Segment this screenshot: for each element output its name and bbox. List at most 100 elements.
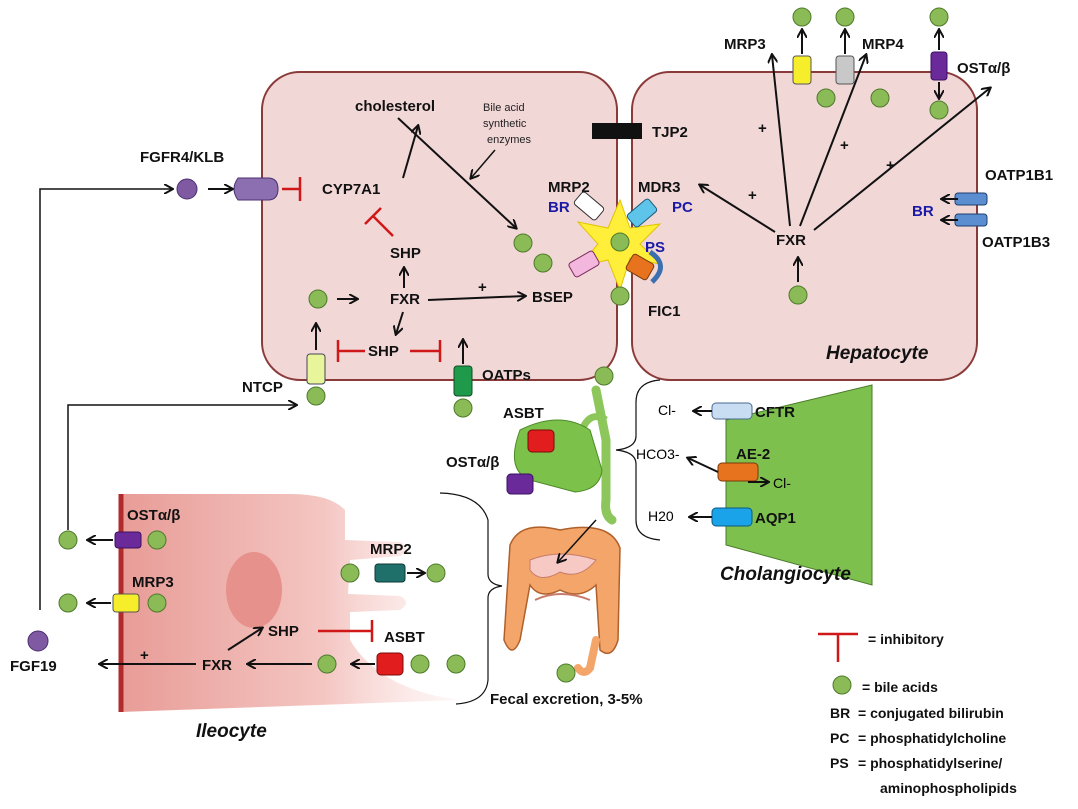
fgfr4-receptor-icon <box>233 177 279 201</box>
ileal-ost-icon <box>114 531 142 549</box>
ileocyte-nucleus <box>226 552 282 628</box>
bile-acid-icon <box>426 563 446 583</box>
shp-inhibit-cyp7a1 <box>364 207 394 237</box>
h2o-label: H20 <box>648 508 674 524</box>
ileal-mrp3-label: MRP3 <box>132 574 174 591</box>
hepatocyte-cell-right <box>631 71 978 381</box>
legend-inhibit-symbol <box>818 632 858 662</box>
fxr-to-mdr3-arrow <box>700 185 776 233</box>
fxr-bsep-plus: + <box>478 279 487 296</box>
duct-to-intestine-arrow <box>558 519 597 562</box>
legend-br-key: BR <box>830 705 850 721</box>
ae2-hco3-arrow <box>688 458 719 473</box>
fgf19-portal-path <box>39 189 172 610</box>
mrp2-label: MRP2 <box>548 179 590 196</box>
ileocyte-title: Ileocyte <box>196 721 267 742</box>
oatp1b3-transporter-icon <box>954 213 988 227</box>
bile-acid-icon <box>929 7 949 27</box>
ileal-shp-label: SHP <box>268 623 299 640</box>
bile-acid-icon <box>410 654 430 674</box>
shp-inhibit-oatps <box>410 340 442 362</box>
legend-br-value: = conjugated bilirubin <box>858 705 1004 721</box>
mdr3-transporter-icon <box>626 198 658 228</box>
bile-acid-icon <box>835 7 855 27</box>
shp-inhibit-ntcp <box>336 340 365 362</box>
cyp7a1-label: CYP7A1 <box>322 181 380 198</box>
legend-ps-key: PS <box>830 755 849 771</box>
bile-acid-icon <box>58 530 78 550</box>
legend-ps-value: = phosphatidylserine/ <box>858 755 1002 771</box>
ae2-transporter-icon <box>717 462 759 482</box>
fgf19-label: FGF19 <box>10 658 57 675</box>
ae2-label: AE-2 <box>736 446 770 463</box>
bile-acid-icon <box>147 593 167 613</box>
cholangiocyte-title: Cholangiocyte <box>720 564 851 585</box>
ntcp-transporter-icon <box>306 353 326 385</box>
cl-right-label: Cl- <box>773 475 791 491</box>
cholangiocyte-cell <box>725 384 873 586</box>
fecal-excretion-label: Fecal excretion, 3-5% <box>490 691 643 708</box>
bile-acid-icon <box>446 654 466 674</box>
bile-acid-icon <box>556 663 576 683</box>
ileocyte-cell <box>121 494 460 712</box>
cholesterol-to-bile-arrow <box>397 117 516 228</box>
cftr-label: CFTR <box>755 404 795 421</box>
oatp1b3-label: OATP1B3 <box>982 234 1050 251</box>
bsep-transporter-icon <box>568 250 600 278</box>
ileal-mrp3-icon <box>112 593 140 613</box>
hepatocyte-title: Hepatocyte <box>826 343 929 364</box>
ileal-shp-inhibit-asbt <box>318 620 374 642</box>
ntcp-label: NTCP <box>242 379 283 396</box>
ileal-asbt-label: ASBT <box>384 629 425 646</box>
ileal-fxr-plus: + <box>140 647 149 664</box>
oatps-label: OATPs <box>482 367 531 384</box>
ileal-asbt-icon <box>376 652 404 676</box>
legend-bile-acid-symbol <box>832 675 852 695</box>
bile-acid-icon <box>58 593 78 613</box>
bile-acid-icon <box>308 289 328 309</box>
oatp1b1-label: OATP1B1 <box>985 167 1053 184</box>
mrp3-label: MRP3 <box>724 36 766 53</box>
fxr-to-bsep-arrow <box>427 296 525 300</box>
fxr-mdr3-plus: + <box>748 187 757 204</box>
fic1-flippase-icon <box>648 249 663 284</box>
intestine-icon <box>503 526 621 676</box>
legend-pc-key: PC <box>830 730 849 746</box>
ileal-fxr-to-shp-arrow <box>227 628 262 651</box>
ost-transporter-icon <box>930 51 948 81</box>
tjp2-junction <box>592 123 642 139</box>
enzyme-note-line2: synthetic <box>483 118 527 130</box>
fxr-mrp3-plus: + <box>758 120 767 137</box>
bile-acid-icon <box>453 398 473 418</box>
cholangiocyte-bracket <box>615 379 661 541</box>
bile-acid-icon <box>610 286 630 306</box>
bile-acid-icon <box>792 7 812 27</box>
mrp2-transporter-icon <box>573 191 605 221</box>
fgfr4-inhibit-cyp7a1 <box>282 177 302 201</box>
ileal-mrp2-label: MRP2 <box>370 541 412 558</box>
enzyme-note-line1: Bile acid <box>483 102 525 114</box>
bile-acid-icon <box>147 530 167 550</box>
cl-top-label: Cl- <box>658 402 676 418</box>
bile-acid-icon <box>816 88 836 108</box>
bile-acid-icon <box>929 100 949 120</box>
oatps-transporter-icon <box>453 365 473 397</box>
bsep-label: BSEP <box>532 289 573 306</box>
bile-acid-icon <box>513 233 533 253</box>
bile-acid-icon <box>788 285 808 305</box>
bile-acid-icon <box>610 232 630 252</box>
tjp2-label: TJP2 <box>652 124 688 141</box>
bile-acid-icon <box>317 654 337 674</box>
bile-acid-icon <box>594 366 614 386</box>
fgf19-ligand-dot <box>176 178 198 200</box>
bile-duct <box>591 385 617 525</box>
br-label: BR <box>548 199 570 216</box>
mdr3-label: MDR3 <box>638 179 681 196</box>
gallbladder-ost-label: OSTα/β <box>446 454 499 471</box>
oatp1b1-transporter-icon <box>954 192 988 206</box>
gallbladder-ost-icon <box>506 473 534 495</box>
fxr-to-shp-bottom-arrow <box>396 311 404 334</box>
bile-acid-portal-path <box>67 405 296 530</box>
ileal-fxr-label: FXR <box>202 657 232 674</box>
